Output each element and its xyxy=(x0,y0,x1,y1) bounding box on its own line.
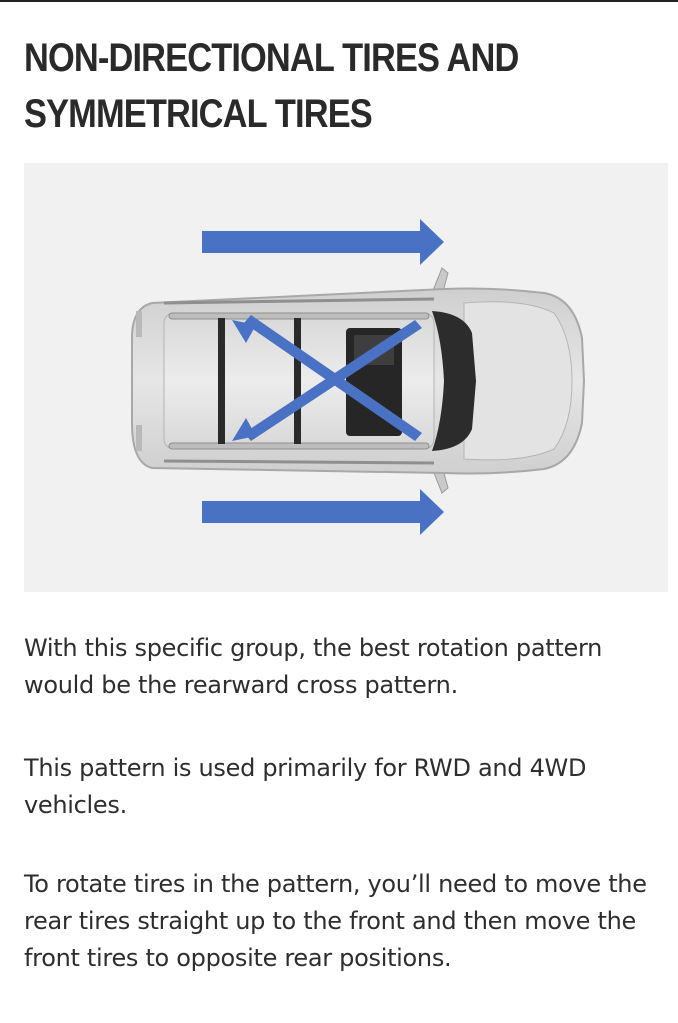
paragraph-instructions: To rotate tires in the pattern, you’ll n… xyxy=(24,870,647,972)
cross-bar-2 xyxy=(294,318,301,444)
article-title: NON-DIRECTIONAL TIRES AND SYMMETRICAL TI… xyxy=(24,30,574,142)
straight-arrow-top xyxy=(202,219,444,265)
rotation-diagram xyxy=(24,163,668,592)
top-divider xyxy=(0,0,678,2)
paragraph-vehicle-types: This pattern is used primarily for RWD a… xyxy=(24,754,587,819)
windshield xyxy=(432,311,476,451)
cross-arrow-2 xyxy=(232,320,422,441)
article-title-line-1: NON-DIRECTIONAL TIRES AND xyxy=(24,36,519,80)
cross-bar-1 xyxy=(218,318,225,444)
car-top-view-icon xyxy=(131,219,586,535)
paragraph-rotation-pattern: With this specific group, the best rotat… xyxy=(24,634,602,699)
article-title-line-2: SYMMETRICAL TIRES xyxy=(24,92,373,136)
straight-arrow-bottom xyxy=(202,489,444,535)
